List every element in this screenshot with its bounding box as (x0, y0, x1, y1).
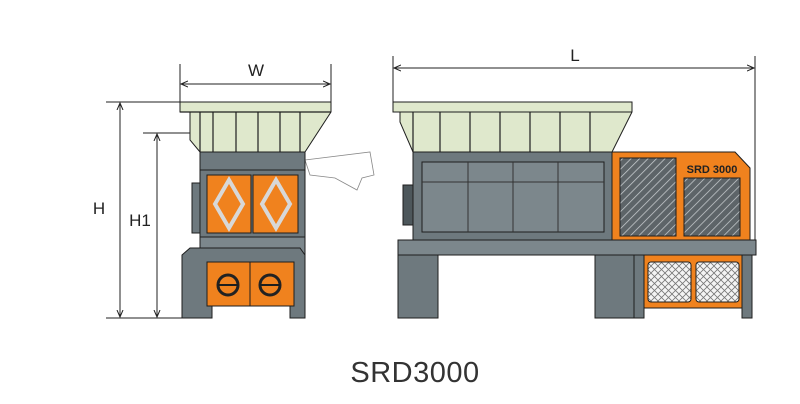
dimension-l-label: L (570, 46, 579, 65)
dimension-w-label: W (248, 61, 264, 80)
front-hopper (392, 101, 633, 153)
side-view-machine (179, 101, 375, 319)
side-hopper (179, 101, 332, 153)
dimension-h-label: H (93, 199, 105, 218)
model-title: SRD3000 (350, 357, 480, 389)
dimension-w (179, 64, 332, 102)
side-lid-outline (304, 151, 375, 191)
nameplate-text: SRD 3000 (687, 164, 738, 176)
dimension-h1-label: H1 (129, 211, 151, 230)
front-view-machine: SRD 3000 (392, 101, 757, 319)
dimension-l (392, 56, 756, 240)
